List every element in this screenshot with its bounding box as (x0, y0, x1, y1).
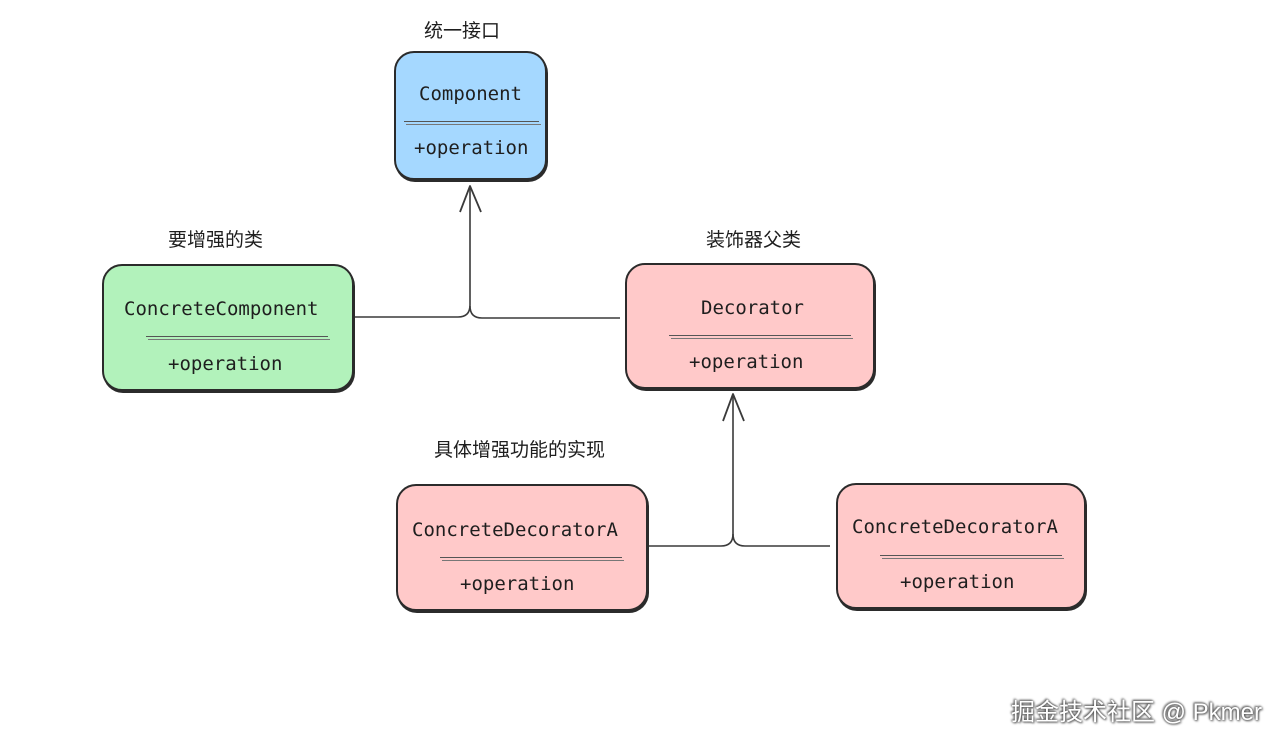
label-concrete-impl: 具体增强功能的实现 (434, 439, 606, 461)
class-divider (404, 121, 541, 125)
class-method: +operation (689, 351, 804, 373)
class-title: ConcreteComponent (124, 298, 319, 320)
concrete-decorator-a-class-box[interactable]: ConcreteDecoratorA +operation (396, 484, 648, 611)
label-enhanced-class: 要增强的类 (168, 229, 264, 251)
concrete-component-class-box[interactable]: ConcreteComponent +operation (102, 264, 354, 391)
class-title: Decorator (701, 297, 804, 319)
arrowhead-component (459, 185, 482, 213)
label-interface: 统一接口 (424, 20, 501, 42)
class-divider (880, 555, 1064, 559)
arrowhead-decorator (722, 393, 745, 422)
class-title: Component (419, 83, 522, 105)
concrete-decorator-b-class-box[interactable]: ConcreteDecoratorA +operation (836, 483, 1086, 609)
watermark: 掘金技术社区 @ Pkmer (1010, 699, 1262, 726)
class-divider (669, 335, 853, 339)
inherit-line-decorator-b (732, 533, 830, 547)
class-method: +operation (168, 353, 283, 375)
inherit-line-decorator-to-component (469, 305, 620, 319)
class-divider (440, 557, 624, 561)
class-method: +operation (414, 137, 529, 159)
class-method: +operation (900, 571, 1015, 593)
inherit-line-to-component (355, 188, 471, 318)
label-decorator-parent: 装饰器父类 (706, 229, 802, 251)
inherit-line-decorator-a (648, 396, 734, 547)
decorator-class-box[interactable]: Decorator +operation (625, 263, 875, 389)
class-title: ConcreteDecoratorA (412, 519, 618, 541)
class-method: +operation (460, 573, 575, 595)
component-class-box[interactable]: Component +operation (394, 51, 547, 180)
class-divider (146, 336, 330, 340)
class-title: ConcreteDecoratorA (852, 516, 1058, 538)
